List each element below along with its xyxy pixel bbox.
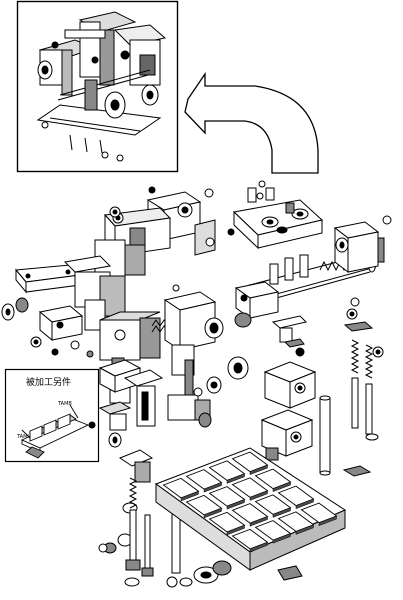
workpiece-frame <box>4 368 100 463</box>
base-grid-pad-edge <box>226 499 245 510</box>
base-grid-pad-edge <box>249 464 268 476</box>
assembly-arrow <box>184 71 319 174</box>
base-grid-pad-edge <box>249 541 268 553</box>
part-right-cube-upper <box>263 361 317 409</box>
part-left-slide-bar <box>1 264 82 321</box>
base-grid-pad-edge <box>272 533 291 544</box>
part-bottom-nuts <box>193 560 303 584</box>
part-rollers <box>198 356 249 428</box>
base-grid-pad-edge <box>249 516 268 527</box>
part-pressure-pad <box>271 315 307 348</box>
base-grid-pad-edge <box>249 490 268 501</box>
part-right-post <box>319 395 372 477</box>
base-plate-grid <box>162 451 338 553</box>
part-upper-block <box>146 191 216 256</box>
workpiece-part <box>20 404 90 459</box>
part-small-fasteners <box>30 186 384 588</box>
base-grid-pad-edge <box>203 507 222 519</box>
base-grid-pad-edge <box>226 524 245 536</box>
base-grid-pad-edge <box>318 515 337 527</box>
base-grid-pad-edge <box>295 498 314 510</box>
part-center-upright <box>163 291 217 421</box>
part-right-bracket <box>333 215 392 274</box>
base-grid-pad-edge <box>295 524 314 535</box>
arrow-curve <box>184 71 319 174</box>
assembled-view-inset <box>16 0 179 173</box>
part-bottom-left-hardware <box>103 432 154 554</box>
part-left-bracket <box>94 207 172 281</box>
workpiece-title: 被加工另件 <box>26 376 71 388</box>
exploded-parts <box>1 180 392 588</box>
workpiece-label-taml: TAML <box>16 434 30 440</box>
base-grid-pad-edge <box>180 490 199 502</box>
part-slotted-block <box>204 281 280 339</box>
workpiece-label-tamb: TAMB <box>57 401 72 407</box>
part-bottom-left-bolts <box>124 477 154 587</box>
part-left-clamps <box>98 359 164 431</box>
part-top-clamp-plate <box>204 180 324 250</box>
base-grid-pad-edge <box>226 473 245 484</box>
base-grid-pad-edge <box>272 481 291 493</box>
base-grid-pad-edge <box>272 507 291 518</box>
part-right-cube-lower <box>260 409 314 461</box>
part-right-studs <box>343 297 379 441</box>
workpiece-detail-box: 被加工另件 TAMB TAML <box>4 368 100 463</box>
assembled-fixture-drawing <box>36 11 167 162</box>
base-grid-pad-edge <box>203 482 222 493</box>
